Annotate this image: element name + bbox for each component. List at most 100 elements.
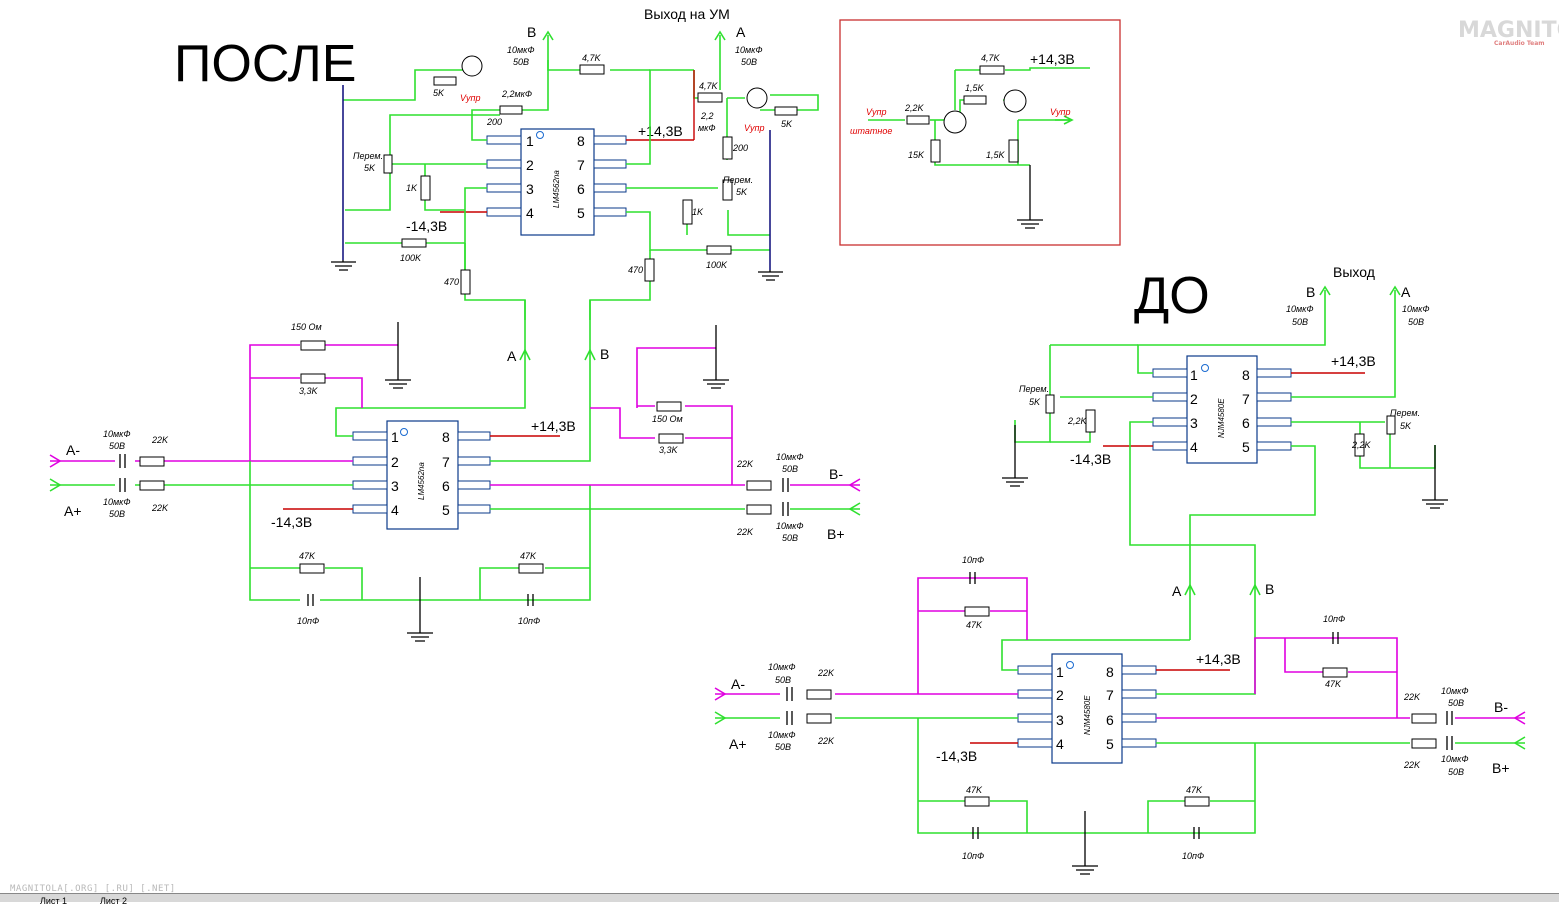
pin6: 6 — [577, 181, 585, 197]
label-r22k: 22K — [1403, 692, 1421, 702]
pin1: 1 — [1190, 367, 1198, 383]
label-r47k: 47K — [966, 785, 983, 795]
label-r22k: 22K — [736, 459, 754, 469]
label-r150-a: 150 Ом — [291, 322, 322, 332]
pin2: 2 — [526, 157, 534, 173]
pin8: 8 — [577, 133, 585, 149]
label-r100k-b: 100K — [706, 260, 728, 270]
label-r200-a: 200 — [486, 117, 502, 127]
label-r47k: 47K — [1186, 785, 1203, 795]
label-c10p: 10пФ — [297, 616, 319, 626]
label-vupr-out: Vупр — [1050, 107, 1070, 117]
title-before: ДО — [1134, 267, 1210, 325]
label-r22k: 22K — [1403, 760, 1421, 770]
label-a: A — [507, 348, 517, 364]
label-r47k-b: 4,7K — [699, 81, 719, 91]
label-out-b: B — [527, 24, 536, 40]
label-c22-a: 2,2 — [700, 111, 714, 121]
label-b: B — [1265, 581, 1274, 597]
pin5: 5 — [577, 205, 585, 221]
label-50v: 50В — [782, 464, 798, 474]
label-r200-b: 200 — [732, 143, 748, 153]
label-pot-d-val: 5K — [1400, 421, 1412, 431]
tab-sheet-2[interactable]: Лист 2 — [100, 896, 128, 906]
label-r47k: 47K — [520, 551, 537, 561]
label-r33k-a: 3,3K — [299, 386, 319, 396]
label-a-plus: A+ — [729, 736, 747, 752]
before-top-opamp: 1 2 3 4 8 7 6 5 NJM4580E — [1152, 355, 1292, 464]
pin7: 7 — [1106, 687, 1114, 703]
label-c10p: 10пФ — [1323, 614, 1345, 624]
label-r33k-b: 3,3K — [659, 445, 679, 455]
pin7: 7 — [442, 454, 450, 470]
label-b-minus: B- — [829, 466, 843, 482]
label-r22k: 22K — [151, 435, 169, 445]
supply-pos-label: +14,3В — [531, 418, 576, 434]
label-r470-a: 470 — [444, 277, 459, 287]
label-c10u: 10мкФ — [1286, 304, 1314, 314]
label-c10u: 10мкФ — [768, 662, 796, 672]
label-50v: 50В — [1448, 698, 1464, 708]
label-output: Выход — [1333, 264, 1375, 280]
pin7: 7 — [577, 157, 585, 173]
label-r5k-b: 5K — [781, 119, 793, 129]
after-bottom-opamp: 1 2 3 4 8 7 6 5 LM4562na — [352, 420, 491, 530]
label-inset-r47k: 4,7K — [981, 53, 1001, 63]
label-r1k-a: 1K — [406, 183, 418, 193]
ground-symbol — [1017, 219, 1043, 229]
pin4: 4 — [1190, 439, 1198, 455]
label-pot-a-val: 5K — [364, 163, 376, 173]
sheet-tab-bar — [0, 893, 1559, 902]
supply-pos-label: +14,3В — [1331, 353, 1376, 369]
title-after: ПОСЛЕ — [174, 35, 356, 93]
label-pot-b: Перем. — [723, 175, 753, 185]
pin7: 7 — [1242, 391, 1250, 407]
ground-symbol — [1422, 499, 1448, 509]
label-r100k-a: 100K — [400, 253, 422, 263]
tab-sheet-1[interactable]: Лист 1 — [40, 896, 68, 906]
label-output-amp: Выход на УМ — [644, 6, 730, 22]
pin8: 8 — [442, 429, 450, 445]
label-c10u: 10мкФ — [768, 730, 796, 740]
magnitola-logo-sub: CarAudio Team — [1494, 40, 1545, 47]
pin3: 3 — [1056, 712, 1064, 728]
pin4: 4 — [1056, 736, 1064, 752]
label-50v: 50В — [1292, 317, 1308, 327]
before-bottom-opamp: 1 2 3 4 8 7 6 5 NJM4580E — [1017, 653, 1157, 764]
label-inset-supply: +14,3В — [1030, 51, 1075, 67]
chip-name: NJM4580E — [1083, 695, 1092, 735]
supply-neg-label: -14,3В — [936, 748, 977, 764]
pin3: 3 — [526, 181, 534, 197]
label-c22-b: мкФ — [698, 123, 716, 133]
ground-symbol — [331, 260, 356, 271]
pin5: 5 — [1242, 439, 1250, 455]
label-r1k-b: 1K — [692, 207, 704, 217]
pin8: 8 — [1106, 664, 1114, 680]
label-out-a: A — [736, 24, 746, 40]
label-inset-r15k: 15K — [908, 150, 925, 160]
label-50v: 50В — [109, 441, 125, 451]
label-pot-b-val: 5K — [736, 187, 748, 197]
pin2: 2 — [1056, 687, 1064, 703]
label-r470-b: 470 — [628, 265, 643, 275]
label-b-plus: B+ — [1492, 760, 1510, 776]
label-vupr-b: Vупр — [744, 123, 764, 133]
label-r22k: 22K — [736, 527, 754, 537]
label-b-plus: B+ — [827, 526, 845, 542]
label-vupr-std: штатное — [850, 126, 892, 136]
label-50v: 50В — [775, 675, 791, 685]
supply-pos-label: +14,3В — [1196, 651, 1241, 667]
label-c10p: 10пФ — [962, 851, 984, 861]
label-50v-a: 50В — [741, 57, 757, 67]
pin6: 6 — [442, 478, 450, 494]
label-out-a: A — [1401, 284, 1411, 300]
label-r22k: 22K — [817, 668, 835, 678]
label-pot-c: Перем. — [1019, 384, 1049, 394]
label-c10u: 10мкФ — [776, 452, 804, 462]
label-vupr-in: Vупр — [866, 107, 886, 117]
pin2: 2 — [1190, 391, 1198, 407]
pin5: 5 — [442, 502, 450, 518]
ground-symbol — [385, 379, 411, 389]
pin6: 6 — [1242, 415, 1250, 431]
label-b: B — [600, 346, 609, 362]
